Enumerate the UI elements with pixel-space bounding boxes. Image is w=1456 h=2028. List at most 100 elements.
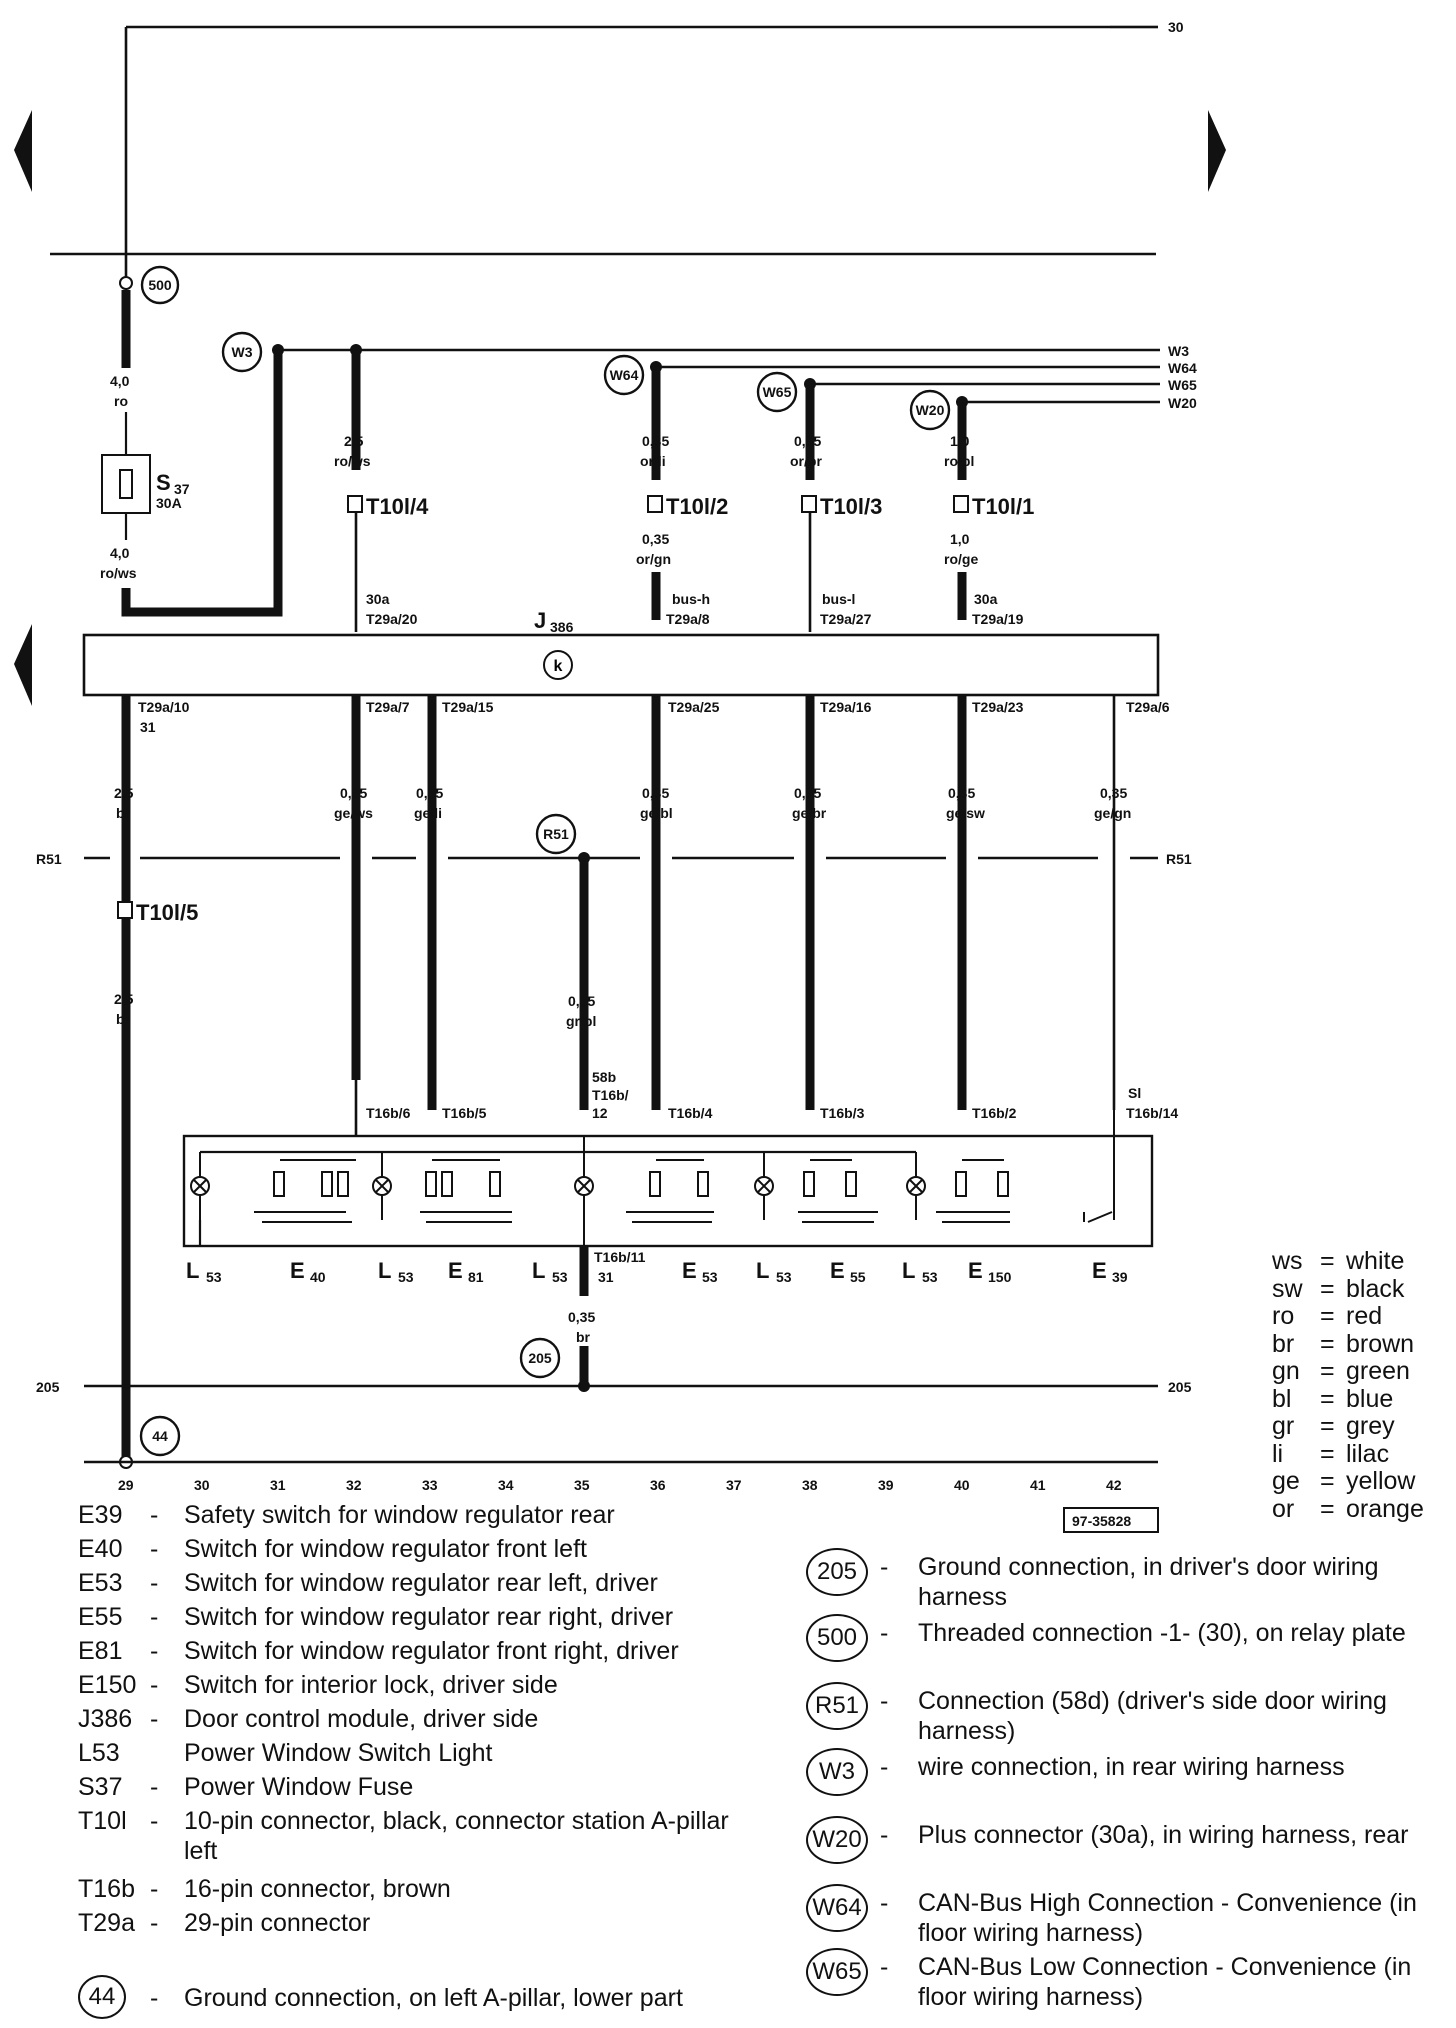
component-sublabel: 81 bbox=[468, 1269, 484, 1285]
connection-row: W3-wire connection, in rear wiring harne… bbox=[806, 1748, 1446, 1814]
track-number: 33 bbox=[422, 1477, 438, 1493]
legend-code: T10l bbox=[78, 1807, 127, 1835]
legend-code: L53 bbox=[78, 1739, 120, 1767]
component-label: E bbox=[968, 1258, 983, 1283]
connection-desc: Plus connector (30a), in wiring harness,… bbox=[918, 1821, 1409, 1849]
track-number: 40 bbox=[954, 1477, 970, 1493]
legend-row: E40-Switch for window regulator front le… bbox=[78, 1534, 758, 1564]
track-number: 41 bbox=[1030, 1477, 1046, 1493]
lamp-l53-4-icon bbox=[754, 1152, 774, 1220]
svg-text:ge/br: ge/br bbox=[792, 805, 827, 821]
svg-text:ro: ro bbox=[114, 393, 128, 409]
connection-badge: 500 bbox=[806, 1614, 868, 1662]
legend-row: T16b-16-pin connector, brown bbox=[78, 1874, 758, 1904]
lamp-l53-2-icon bbox=[372, 1152, 392, 1220]
svg-text:T10l/3: T10l/3 bbox=[820, 494, 882, 519]
svg-text:1,0: 1,0 bbox=[950, 433, 970, 449]
legend-desc: Power Window Fuse bbox=[184, 1773, 414, 1801]
legend-code: E40 bbox=[78, 1535, 123, 1563]
color-eq: = bbox=[1320, 1412, 1335, 1440]
svg-text:ro/ge: ro/ge bbox=[944, 551, 978, 567]
svg-text:W65: W65 bbox=[763, 384, 792, 400]
svg-text:T16b/5: T16b/5 bbox=[442, 1105, 487, 1121]
color-name: red bbox=[1346, 1302, 1383, 1330]
connection-row: W65-CAN-Bus Low Connection - Convenience… bbox=[806, 1948, 1446, 2014]
legend-dash: - bbox=[150, 1909, 159, 1937]
legend-code: E150 bbox=[78, 1671, 137, 1699]
legend-row: E150-Switch for interior lock, driver si… bbox=[78, 1670, 758, 1700]
rail-205-label-left: 205 bbox=[36, 1379, 60, 1395]
svg-text:2,5: 2,5 bbox=[114, 785, 134, 801]
track-number: 42 bbox=[1106, 1477, 1122, 1493]
connection-desc: CAN-Bus High Connection - Convenience (i… bbox=[918, 1889, 1417, 1947]
next-page-arrow-icon[interactable] bbox=[1208, 110, 1226, 192]
switch-e81-icon bbox=[420, 1159, 512, 1223]
color-abbr: li bbox=[1272, 1439, 1284, 1468]
svg-text:500: 500 bbox=[148, 277, 172, 293]
prev-page-arrow-icon[interactable] bbox=[14, 110, 32, 192]
color-key-row: ws=white bbox=[1272, 1248, 1442, 1275]
svg-text:ro/ws: ro/ws bbox=[100, 565, 137, 581]
color-name: grey bbox=[1346, 1412, 1395, 1440]
svg-text:T10l/1: T10l/1 bbox=[972, 494, 1034, 519]
svg-text:T16b/6: T16b/6 bbox=[366, 1105, 411, 1121]
svg-text:gr/bl: gr/bl bbox=[566, 1013, 596, 1029]
component-label: L bbox=[532, 1258, 545, 1283]
color-eq: = bbox=[1320, 1329, 1335, 1358]
component-sublabel: 53 bbox=[398, 1269, 414, 1285]
svg-text:br: br bbox=[116, 805, 131, 821]
color-key-row: br=brown bbox=[1272, 1331, 1442, 1358]
switch-e53-icon bbox=[626, 1159, 714, 1223]
color-key-row: gn=green bbox=[1272, 1358, 1442, 1385]
svg-text:0,35: 0,35 bbox=[568, 1309, 595, 1325]
svg-text:T29a/10: T29a/10 bbox=[138, 699, 190, 715]
legend-desc: 10-pin connector, black, connector stati… bbox=[184, 1807, 729, 1865]
svg-text:T16b/: T16b/ bbox=[592, 1087, 629, 1103]
legend-code: E39 bbox=[78, 1501, 123, 1529]
connection-dash: - bbox=[880, 1821, 889, 1849]
connection-dash: - bbox=[880, 1889, 889, 1917]
track-number: 38 bbox=[802, 1477, 818, 1493]
svg-text:W65: W65 bbox=[1168, 377, 1197, 393]
fuse-label: S bbox=[156, 470, 171, 495]
svg-text:bus-h: bus-h bbox=[672, 591, 710, 607]
color-abbr: bl bbox=[1272, 1384, 1292, 1413]
color-name: green bbox=[1346, 1357, 1410, 1385]
color-eq: = bbox=[1320, 1274, 1335, 1303]
legend-code: E55 bbox=[78, 1603, 123, 1631]
svg-text:0,35: 0,35 bbox=[1100, 785, 1127, 801]
switch-e40-icon bbox=[254, 1159, 356, 1223]
color-eq: = bbox=[1320, 1467, 1335, 1495]
prev-row-arrow-icon[interactable] bbox=[14, 624, 32, 706]
connection-row: W20-Plus connector (30a), in wiring harn… bbox=[806, 1816, 1446, 1882]
svg-text:T10l/4: T10l/4 bbox=[366, 494, 429, 519]
color-eq: = bbox=[1320, 1384, 1335, 1413]
color-key-row: bl=blue bbox=[1272, 1386, 1442, 1413]
svg-text:44: 44 bbox=[152, 1428, 168, 1444]
component-label: L bbox=[186, 1258, 199, 1283]
color-key-row: sw=black bbox=[1272, 1276, 1442, 1303]
color-abbr: ge bbox=[1272, 1467, 1300, 1495]
legend-row: J386-Door control module, driver side bbox=[78, 1704, 758, 1734]
r51-rail-label-right: R51 bbox=[1166, 851, 1192, 867]
component-label: E bbox=[682, 1258, 697, 1283]
legend-dash: - bbox=[150, 1637, 159, 1665]
legend-row: L53 Power Window Switch Light bbox=[78, 1738, 758, 1768]
switch-e150-icon bbox=[936, 1159, 1010, 1223]
svg-text:2,5: 2,5 bbox=[114, 991, 134, 1007]
svg-text:205: 205 bbox=[528, 1350, 552, 1366]
legend-ground-badge: 44 bbox=[78, 1975, 126, 2019]
svg-text:T16b/2: T16b/2 bbox=[972, 1105, 1017, 1121]
svg-text:T16b/4: T16b/4 bbox=[668, 1105, 713, 1121]
legend-row: E53-Switch for window regulator rear lef… bbox=[78, 1568, 758, 1598]
color-eq: = bbox=[1320, 1494, 1335, 1523]
connection-desc: Ground connection, in driver's door wiri… bbox=[918, 1553, 1379, 1611]
legend-desc: 29-pin connector bbox=[184, 1909, 371, 1937]
connection-w65-circle bbox=[756, 371, 798, 413]
svg-text:T29a/19: T29a/19 bbox=[972, 611, 1024, 627]
component-label: E bbox=[1092, 1258, 1107, 1283]
component-sublabel: 53 bbox=[776, 1269, 792, 1285]
track-number: 34 bbox=[498, 1477, 514, 1493]
svg-text:T29a/27: T29a/27 bbox=[820, 611, 872, 627]
legend-desc: Power Window Switch Light bbox=[184, 1739, 493, 1767]
